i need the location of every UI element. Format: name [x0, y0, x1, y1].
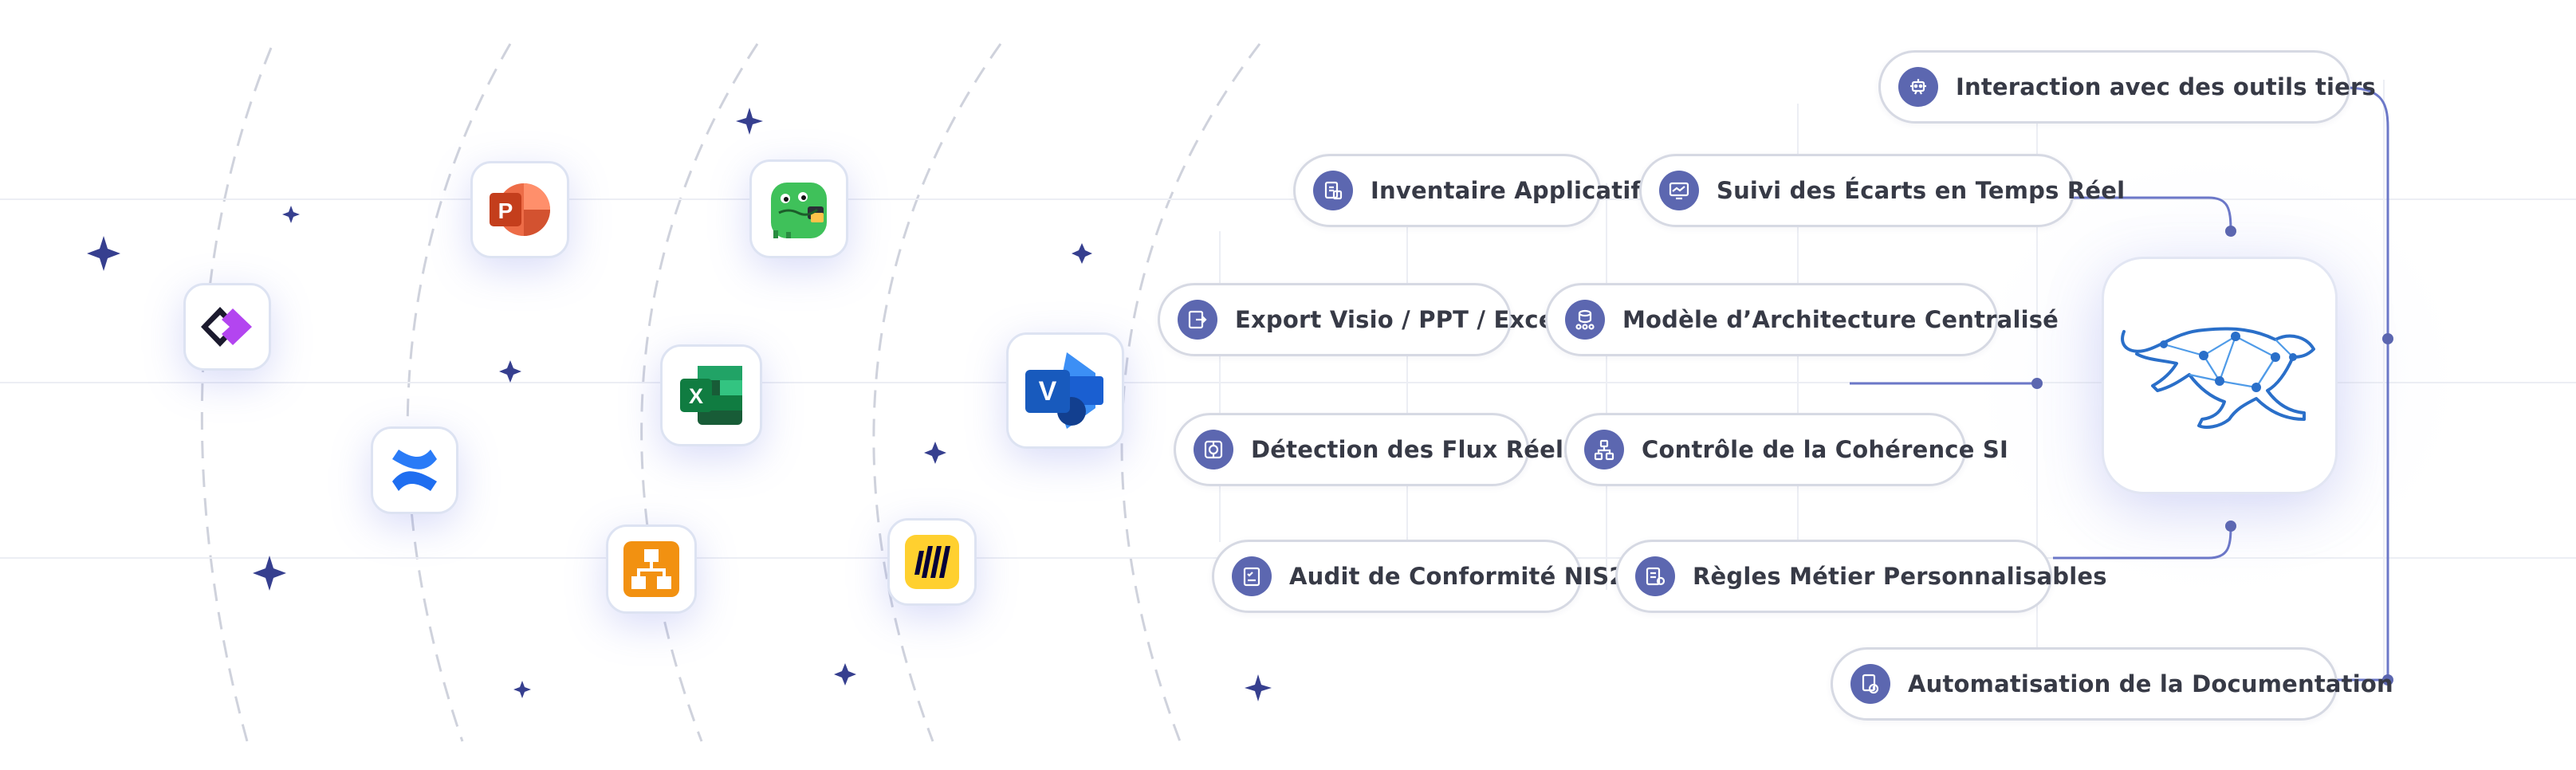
feature-label: Suivi des Écarts en Temps Réel [1717, 177, 2126, 204]
confluence-icon [392, 450, 437, 491]
svg-text:P: P [498, 198, 513, 223]
feature-pill-export[interactable]: Export Visio / PPT / Excel [1158, 283, 1563, 356]
feature-label: Détection des Flux Réels [1251, 436, 1578, 463]
robot-icon [1898, 67, 1938, 107]
feature-pill-automatisation[interactable]: Automatisation de la Documentation [1831, 647, 2393, 721]
app-tile-powerpoint[interactable]: P [470, 161, 569, 258]
feature-label: Export Visio / PPT / Excel [1235, 306, 1563, 333]
document-automation-icon [1850, 664, 1890, 704]
feature-pill-modele[interactable]: Modèle d’Architecture Centralisé [1545, 283, 2059, 356]
cheetah-network-logo-icon [2121, 327, 2315, 429]
feature-label: Automatisation de la Documentation [1908, 670, 2393, 697]
feature-label: Contrôle de la Cohérence SI [1642, 436, 2008, 463]
hub-logo-tile[interactable] [2102, 257, 2338, 494]
arc-2 [406, 43, 512, 742]
database-icon [1565, 300, 1605, 340]
app-tile-miro[interactable] [887, 518, 977, 606]
feature-label: Inventaire Applicatif [1371, 177, 1642, 204]
connectors [1850, 86, 2389, 682]
feature-label: Règles Métier Personnalisables [1693, 563, 2107, 590]
svg-text:V: V [1039, 376, 1057, 407]
dashed-arcs [200, 43, 1261, 742]
lucidchart-icon [623, 541, 679, 597]
arc-1 [200, 47, 273, 742]
draw-io-icon [771, 183, 827, 238]
miro-icon [905, 535, 959, 589]
rules-icon [1635, 556, 1675, 596]
power-apps-icon [201, 307, 252, 347]
feature-pill-suivi[interactable]: Suivi des Écarts en Temps Réel [1639, 154, 2125, 227]
connector-nodes [2031, 226, 2393, 686]
hierarchy-icon [1584, 430, 1624, 469]
visio-icon: V [1025, 352, 1103, 429]
monitor-icon [1659, 171, 1699, 210]
feature-pill-regles[interactable]: Règles Métier Personnalisables [1615, 540, 2107, 613]
export-icon [1178, 300, 1217, 340]
powerpoint-icon: P [490, 183, 550, 236]
app-tile-power-apps[interactable] [183, 283, 271, 371]
feature-label: Audit de Conformité NIS2 [1289, 563, 1626, 590]
arc-5 [1120, 43, 1261, 742]
feature-pill-interaction[interactable]: Interaction avec des outils tiers [1878, 50, 2376, 124]
app-tile-lucidchart[interactable] [606, 524, 697, 614]
inventory-icon [1313, 171, 1353, 210]
excel-icon: X [680, 366, 742, 425]
feature-label: Modèle d’Architecture Centralisé [1622, 306, 2059, 333]
app-tile-confluence[interactable] [371, 426, 458, 514]
flow-detection-icon [1194, 430, 1233, 469]
app-tile-excel[interactable]: X [660, 344, 762, 446]
feature-label: Interaction avec des outils tiers [1956, 73, 2377, 100]
feature-pill-inventaire[interactable]: Inventaire Applicatif [1293, 154, 1641, 227]
app-tile-visio[interactable]: V [1006, 332, 1124, 449]
app-tile-draw-io[interactable] [749, 159, 848, 258]
sparkles [87, 108, 1272, 701]
feature-pill-detection[interactable]: Détection des Flux Réels [1174, 413, 1577, 486]
feature-pill-audit[interactable]: Audit de Conformité NIS2 [1212, 540, 1625, 613]
svg-text:X: X [689, 384, 703, 408]
arc-4 [872, 43, 1002, 742]
feature-pill-controle[interactable]: Contrôle de la Cohérence SI [1564, 413, 2008, 486]
checklist-icon [1232, 556, 1272, 596]
